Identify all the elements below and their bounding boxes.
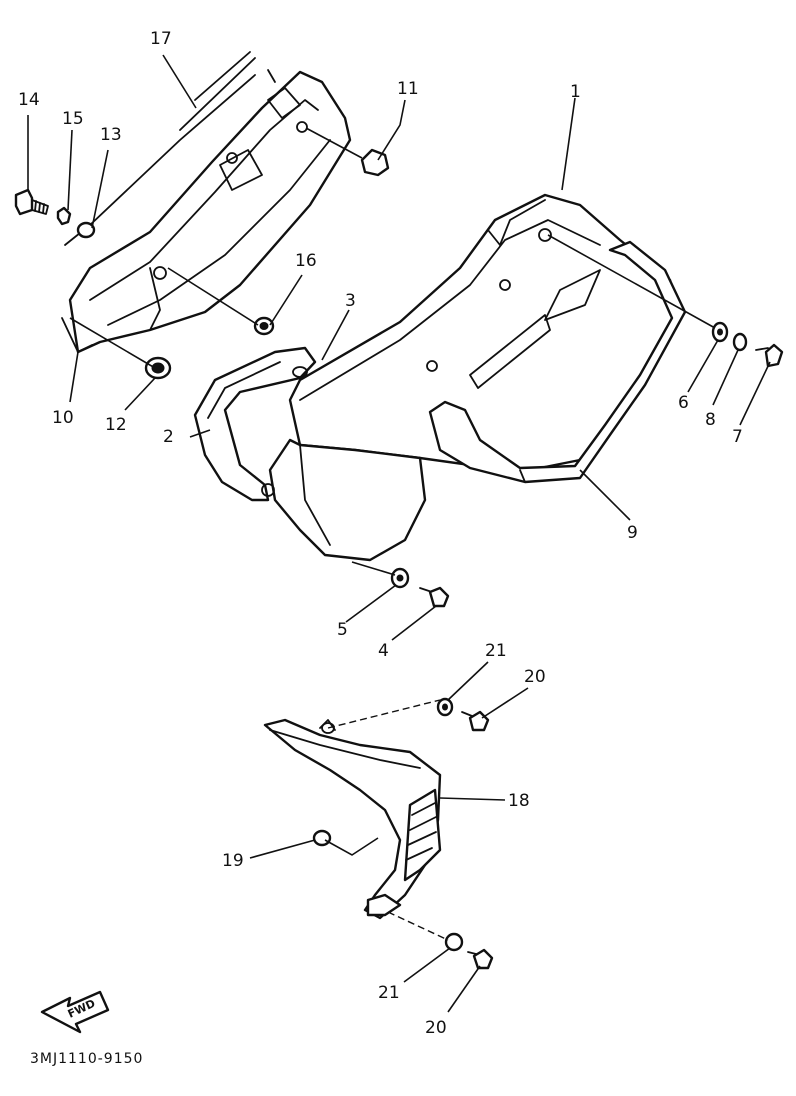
- part-15-washer: [56, 206, 72, 226]
- part-20-screw-lower: [467, 948, 494, 970]
- part-19-grommet: [312, 829, 332, 847]
- callout-21-lower: 21: [378, 983, 400, 1003]
- callout-5: 5: [337, 620, 348, 640]
- part-18-lower-cover: [263, 718, 442, 920]
- callout-19: 19: [222, 851, 244, 871]
- callout-16: 16: [295, 251, 317, 271]
- part-5-washer: [390, 567, 410, 589]
- part-20-screw-upper: [461, 710, 490, 732]
- part-7-screw: [755, 343, 784, 368]
- callout-18: 18: [508, 791, 530, 811]
- callout-10: 10: [52, 408, 74, 428]
- callout-15: 15: [62, 109, 84, 129]
- part-14-bolt: [14, 188, 49, 216]
- callout-1: 1: [570, 82, 581, 102]
- callout-14: 14: [18, 90, 40, 110]
- diagram-code: 3MJ1110-9150: [30, 1051, 143, 1067]
- callout-20-upper: 20: [524, 667, 546, 687]
- callout-2: 2: [163, 427, 174, 447]
- part-4-screw: [419, 586, 450, 608]
- part-16-nut: [253, 316, 275, 336]
- callout-21-upper: 21: [485, 641, 507, 661]
- callouts: 1 2 3 4 5 6 7 8 9 10 11 12 13 14 15 16 1…: [18, 29, 743, 1038]
- callout-11: 11: [397, 79, 419, 99]
- leader-lines: [27, 54, 771, 1013]
- part-12-grommet: [144, 356, 172, 380]
- callout-12: 12: [105, 415, 127, 435]
- callout-20-lower: 20: [425, 1018, 447, 1038]
- callout-3: 3: [345, 291, 356, 311]
- callout-9: 9: [627, 523, 638, 543]
- fwd-arrow-icon: FWD: [40, 990, 110, 1034]
- part-9-damper: [428, 240, 687, 484]
- part-6-washer: [711, 321, 729, 343]
- part-11-grommet: [360, 148, 390, 177]
- callout-7: 7: [732, 427, 743, 447]
- part-17-cover-bracket: [61, 51, 352, 354]
- part-21-washer-lower: [444, 932, 464, 952]
- callout-6: 6: [678, 393, 689, 413]
- callout-17: 17: [150, 29, 172, 49]
- callout-8: 8: [705, 410, 716, 430]
- callout-13: 13: [100, 125, 122, 145]
- part-13-collar: [76, 221, 96, 239]
- part-21-washer-upper: [436, 697, 454, 717]
- callout-4: 4: [378, 641, 389, 661]
- part-2-frame-guard: [193, 346, 317, 502]
- part-8-washer: [732, 332, 748, 352]
